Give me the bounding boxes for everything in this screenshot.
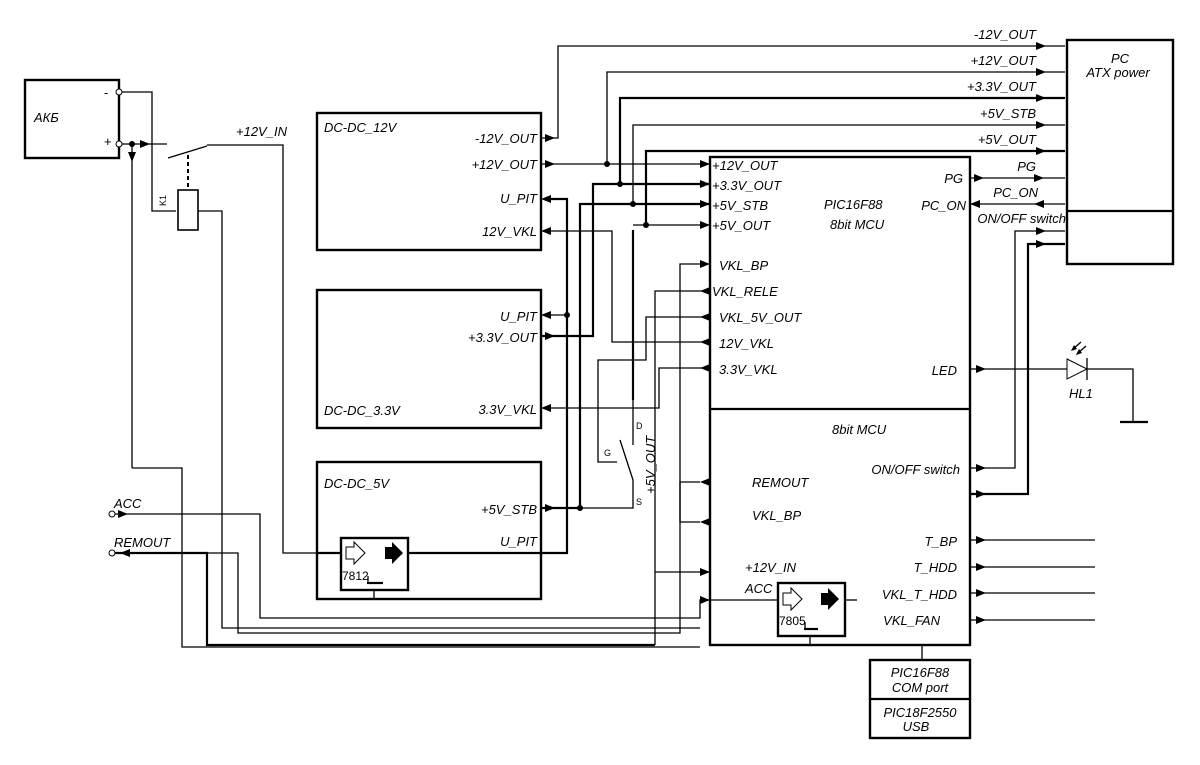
mosfet-d: D: [636, 421, 643, 431]
dcdc5-pin: +5V_STB: [481, 502, 537, 517]
mcu-left-pin: 3.3V_VKL: [719, 362, 778, 377]
atx-line-label: +5V_OUT: [978, 132, 1037, 147]
regulator-in-arrow-icon: [345, 540, 366, 566]
regulator-7805: [776, 581, 847, 638]
relay-input-label: +12V_IN: [236, 124, 288, 139]
dcdc-33v-block: DC-DC_3.3V U_PIT +3.3V_OUT 3.3V_VKL: [315, 288, 543, 430]
mcu-left-pin: VKL_5V_OUT: [719, 310, 802, 325]
mosfet-switch: D G S +5V_OUT: [580, 400, 658, 509]
atx-line-label: +5V_STB: [980, 106, 1036, 121]
mcu-bottom-right-pin: VKL_FAN: [883, 613, 940, 628]
dcdc33-pin: U_PIT: [500, 309, 538, 324]
dcdc12-pin: -12V_OUT: [475, 131, 538, 146]
mcu-bottom-left-pin: ACC: [744, 581, 773, 596]
remout-terminal-icon: [108, 549, 116, 557]
mcu-bottom-title: 8bit MCU: [832, 422, 887, 437]
dcdc12-pin: U_PIT: [500, 191, 538, 206]
mcu-right-pin: PG: [944, 171, 963, 186]
mosfet-label: +5V_OUT: [643, 435, 658, 494]
atx-line-label: PC_ON: [993, 185, 1038, 200]
regulator-out-arrow-icon: [385, 542, 403, 564]
regulator-in-arrow-icon: [782, 586, 803, 612]
mcu-left-pin: +5V_OUT: [712, 218, 771, 233]
battery-minus: -: [104, 85, 108, 100]
dcdc5-pin: U_PIT: [500, 534, 538, 549]
atx-line-label: ON/OFF switch: [977, 211, 1066, 226]
mcu-top-title: PIC16F88: [824, 197, 883, 212]
mcu-bottom-right-pin: VKL_T_HDD: [882, 587, 957, 602]
terminal-plus-icon: [115, 140, 123, 148]
mosfet-g: G: [604, 448, 611, 458]
power-bus-wires: [541, 45, 1065, 645]
dcdc12-title: DC-DC_12V: [324, 120, 398, 135]
mcu-left-pin: 12V_VKL: [719, 336, 774, 351]
mcu-left-pin: +12V_OUT: [712, 158, 778, 173]
mcu-block: PIC16F88 8bit MCU +12V_OUT +3.3V_OUT +5V…: [708, 155, 972, 660]
atx-line-label: +3.3V_OUT: [967, 79, 1037, 94]
acc-label: ACC: [113, 496, 142, 511]
mcu-top-subtitle: 8bit MCU: [830, 217, 885, 232]
led-diode-icon: [1066, 358, 1089, 380]
external-inputs: ACC REMOUT: [108, 478, 710, 647]
terminal-minus-icon: [115, 88, 123, 96]
mcu-right-wires: PG PC_ON ON/OFF switch HL1: [970, 159, 1148, 624]
dcdc33-pin: +3.3V_OUT: [468, 330, 538, 345]
acc-terminal-icon: [108, 510, 116, 518]
mcu-bottom-right-pin: T_HDD: [914, 560, 957, 575]
comm-top-line2: COM port: [892, 680, 950, 695]
atx-line-label: +12V_OUT: [971, 53, 1037, 68]
dcdc33-title: DC-DC_3.3V: [324, 403, 401, 418]
atx-power-block: PC ATX power -12V_OUT +12V_OUT +3.3V_OUT…: [967, 27, 1175, 266]
relay-label: K1: [158, 195, 168, 206]
relay-coil: [177, 189, 199, 231]
mcu-left-pin: VKL_BP: [719, 258, 768, 273]
dcdc-12v-block: DC-DC_12V -12V_OUT +12V_OUT U_PIT 12V_VK…: [315, 111, 543, 252]
mcu-bottom-left-pin: VKL_BP: [752, 508, 801, 523]
mcu-bottom-left-pin: +12V_IN: [745, 560, 797, 575]
battery-block: АКБ - +: [23, 78, 123, 160]
mcu-bottom-right-pin: T_BP: [924, 534, 957, 549]
dcdc12-pin: 12V_VKL: [482, 224, 537, 239]
battery-plus: +: [104, 134, 112, 149]
comm-bottom-line1: PIC18F2550: [884, 705, 958, 720]
comm-block: PIC16F88 COM port PIC18F2550 USB: [868, 658, 972, 740]
remout-label: REMOUT: [114, 535, 171, 550]
regulator-7812-label: 7812: [342, 569, 369, 583]
mcu-right-pin: LED: [932, 363, 957, 378]
dcdc-5v-block: DC-DC_5V +5V_STB U_PIT 7812: [315, 460, 543, 601]
mosfet-s: S: [636, 497, 642, 507]
mcu-left-pin: +5V_STB: [712, 198, 768, 213]
dcdc33-pin: 3.3V_VKL: [478, 402, 537, 417]
led-label: HL1: [1069, 386, 1093, 401]
regulator-7805-label: 7805: [779, 614, 806, 628]
atx-title: PC: [1111, 51, 1130, 66]
comm-bottom-line2: USB: [903, 719, 930, 734]
comm-top-line1: PIC16F88: [891, 665, 950, 680]
mcu-right-pin: PC_ON: [921, 198, 966, 213]
dcdc12-pin: +12V_OUT: [472, 157, 538, 172]
mcu-left-pin: +3.3V_OUT: [712, 178, 782, 193]
atx-subtitle: ATX power: [1085, 65, 1150, 80]
mcu-bottom-right-pin: ON/OFF switch: [871, 462, 960, 477]
dcdc5-title: DC-DC_5V: [324, 476, 390, 491]
mcu-left-pin: VKL_RELE: [712, 284, 778, 299]
atx-line-label: -12V_OUT: [974, 27, 1037, 42]
mcu-bottom-left-pin: REMOUT: [752, 475, 809, 490]
regulator-out-arrow-icon: [821, 588, 839, 610]
battery-label: АКБ: [33, 110, 59, 125]
atx-line-label: PG: [1017, 159, 1036, 174]
